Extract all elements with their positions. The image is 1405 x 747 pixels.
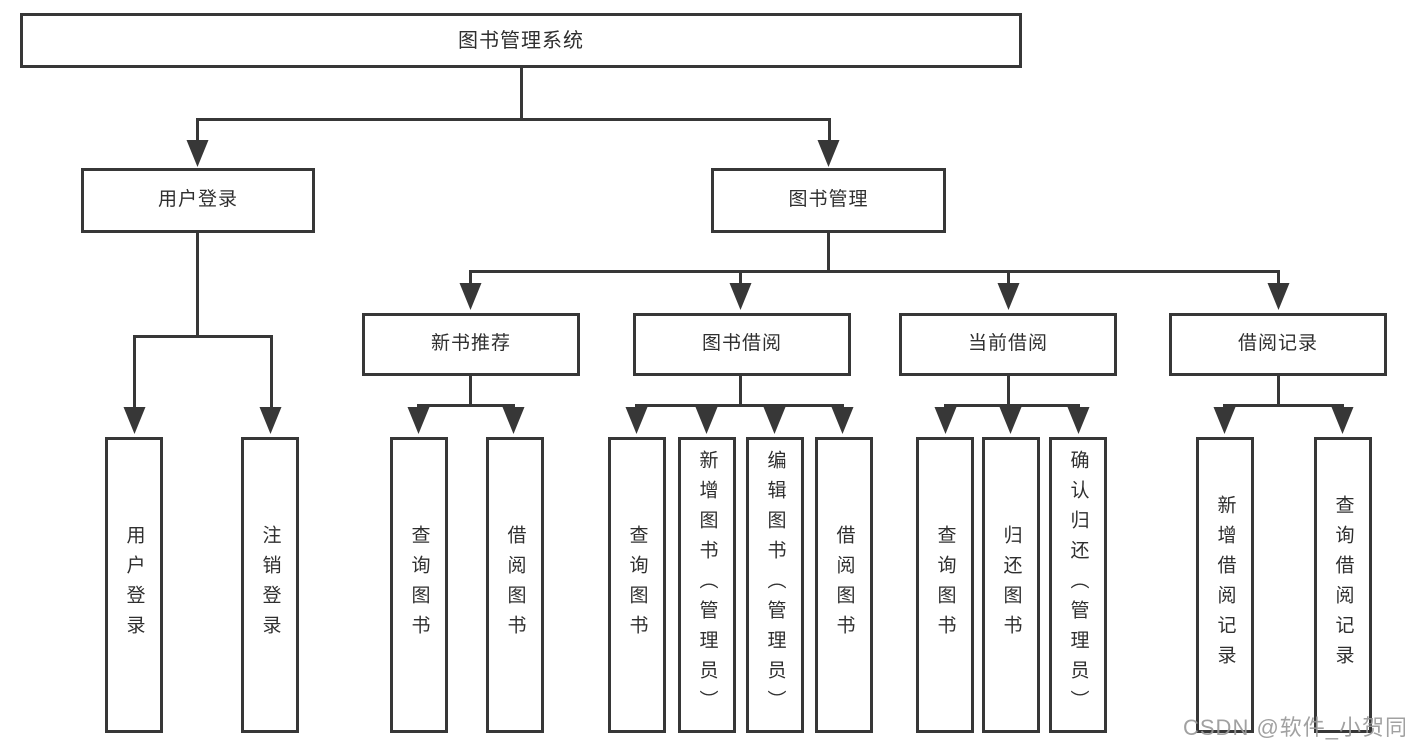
- node-label: 图书借阅: [701, 333, 782, 355]
- node-library-system: 图书管理系统: [20, 13, 1022, 68]
- leaf-label: 归还图书: [1000, 525, 1022, 645]
- leaf-logout: 注销登录: [241, 437, 299, 733]
- node-current-borrowing: 当前借阅: [899, 313, 1117, 376]
- leaf-label: 确认归还（管理员）: [1067, 450, 1089, 720]
- node-new-book-recommendation: 新书推荐: [362, 313, 580, 376]
- leaf-add-borrow-record: 新增借阅记录: [1196, 437, 1254, 733]
- leaf-label: 注销登录: [259, 525, 281, 645]
- leaf-label: 借阅图书: [833, 525, 855, 645]
- leaf-label: 编辑图书（管理员）: [764, 450, 786, 720]
- node-label: 当前借阅: [967, 333, 1048, 355]
- leaf-label: 借阅图书: [504, 525, 526, 645]
- node-borrowing-records: 借阅记录: [1169, 313, 1387, 376]
- leaf-label: 查询图书: [934, 525, 956, 645]
- leaf-label: 用户登录: [123, 525, 145, 645]
- leaf-add-books-admin: 新增图书（管理员）: [678, 437, 736, 733]
- csdn-watermark: CSDN @软件_小贺同学: [1183, 715, 1405, 740]
- leaf-query-borrow-record: 查询借阅记录: [1314, 437, 1372, 733]
- node-label: 图书管理系统: [458, 29, 584, 52]
- node-label: 图书管理: [788, 189, 869, 211]
- leaf-user-login: 用户登录: [105, 437, 163, 733]
- node-user-login: 用户登录: [81, 168, 315, 233]
- node-book-borrowing: 图书借阅: [633, 313, 851, 376]
- node-label: 用户登录: [157, 189, 238, 211]
- node-book-management: 图书管理: [711, 168, 946, 233]
- leaf-borrow-books-recommend: 借阅图书: [486, 437, 544, 733]
- leaf-query-books-borrow: 查询图书: [608, 437, 666, 733]
- leaf-borrow-books: 借阅图书: [815, 437, 873, 733]
- leaf-label: 查询图书: [626, 525, 648, 645]
- leaf-query-books-recommend: 查询图书: [390, 437, 448, 733]
- node-label: 借阅记录: [1237, 333, 1318, 355]
- leaf-return-books: 归还图书: [982, 437, 1040, 733]
- leaf-label: 新增图书（管理员）: [696, 450, 718, 720]
- node-label: 新书推荐: [430, 333, 511, 355]
- leaf-confirm-return-admin: 确认归还（管理员）: [1049, 437, 1107, 733]
- leaf-edit-books-admin: 编辑图书（管理员）: [746, 437, 804, 733]
- leaf-label: 查询图书: [408, 525, 430, 645]
- leaf-label: 查询借阅记录: [1332, 495, 1354, 675]
- leaf-label: 新增借阅记录: [1214, 495, 1236, 675]
- leaf-query-books-current: 查询图书: [916, 437, 974, 733]
